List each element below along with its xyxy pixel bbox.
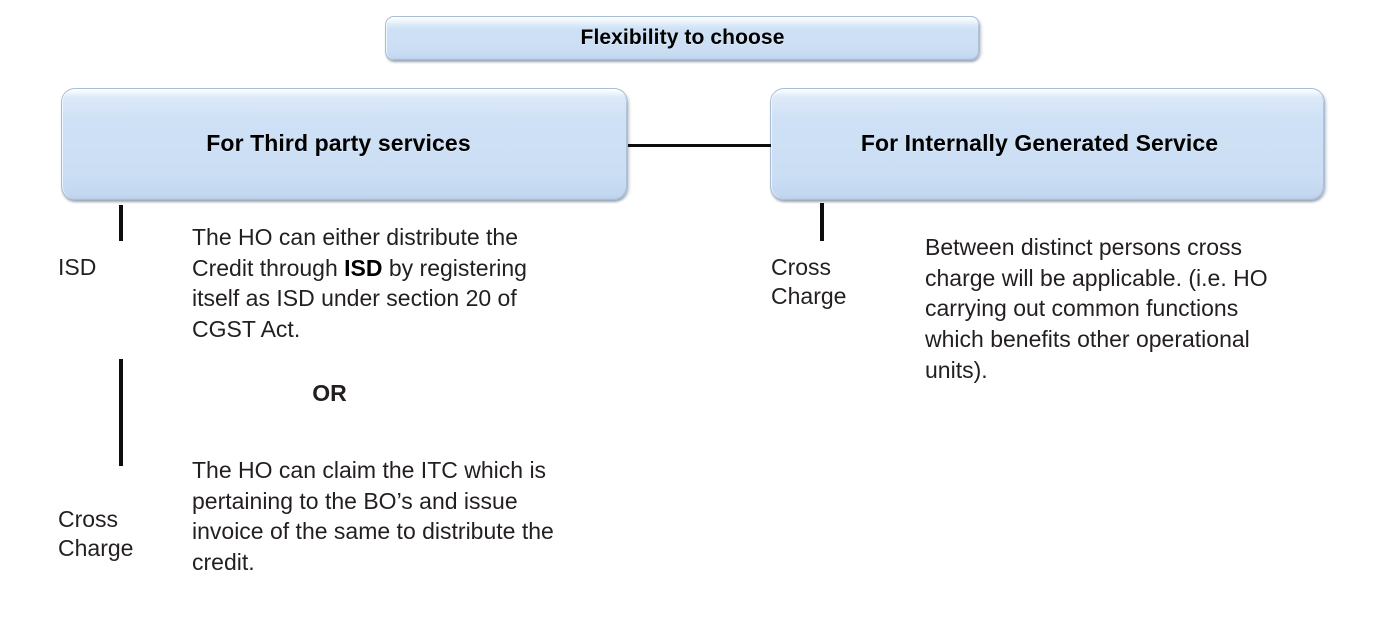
connector-between-nodes xyxy=(628,144,771,147)
label-right-cross-charge: Cross Charge xyxy=(771,254,847,310)
isd-text-before: The HO can either distribute the Credit … xyxy=(192,224,518,281)
isd-text-bold: ISD xyxy=(344,254,383,281)
paragraph-isd-option: The HO can either distribute the Credit … xyxy=(192,222,552,345)
label-left-cross-charge: Cross Charge xyxy=(58,506,134,562)
label-isd: ISD xyxy=(58,254,97,280)
connector-left-cross-charge xyxy=(119,359,123,466)
connector-right-cross-charge xyxy=(820,203,824,241)
node-top-label: Flexibility to choose xyxy=(580,25,785,49)
node-left-label: For Third party services xyxy=(206,129,471,156)
node-flexibility-to-choose[interactable]: Flexibility to choose xyxy=(385,16,980,60)
label-or: OR xyxy=(312,380,347,406)
paragraph-cross-charge-option: The HO can claim the ITC which is pertai… xyxy=(192,457,554,576)
node-third-party-services[interactable]: For Third party services xyxy=(61,88,628,200)
node-internally-generated-service[interactable]: For Internally Generated Service xyxy=(770,88,1325,200)
isd-text-after: by registering itself as ISD under secti… xyxy=(192,254,527,343)
paragraph-internally-generated: Between distinct persons cross charge wi… xyxy=(925,234,1268,383)
node-right-label: For Internally Generated Service xyxy=(860,129,1219,156)
connector-left-isd xyxy=(119,205,123,241)
